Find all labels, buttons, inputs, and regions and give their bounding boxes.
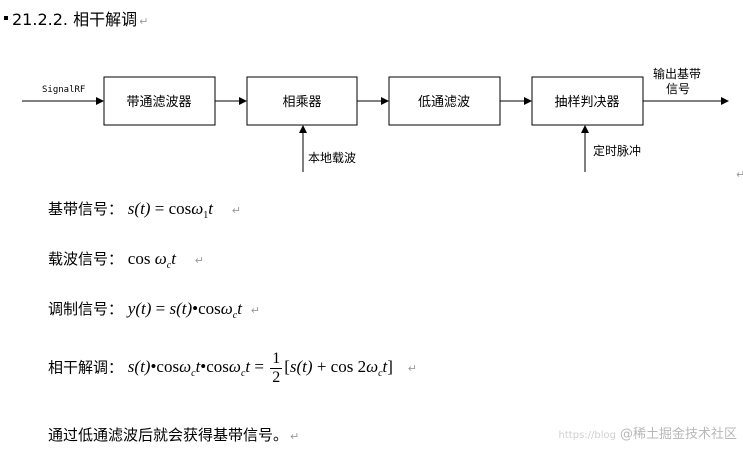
baseband-label: 基带信号： [48,200,124,218]
modulated-equation: 调制信号： y(t) = s(t)•cosωct ↵ [48,298,260,321]
watermark-url: https://blog [558,430,616,441]
modulated-label: 调制信号： [48,300,124,318]
watermark-text: @稀土掘金技术社区 [619,427,737,442]
return-mark-icon: ↵ [290,430,300,443]
sampling-decision-label: 抽样判决器 [554,95,619,110]
multiplier-box [246,76,358,126]
carrier-formula: cos ωct [127,249,176,271]
timing-label: 定时脉冲 [593,143,641,158]
lowpass-filter-label: 低通滤波 [418,95,470,110]
input-label: SignalRF [42,85,85,95]
return-mark-icon: ↵ [736,168,743,181]
output-label-line1: 输出基带 [653,66,701,81]
carrier-equation: 载波信号： cos ωct ↵ [48,248,204,271]
baseband-formula: s(t) = cosω1t [127,199,213,221]
return-mark-icon: ↵ [139,15,149,28]
bandpass-filter-label: 带通滤波器 [126,95,191,110]
return-mark-icon: ↵ [250,304,260,317]
return-mark-icon: ↵ [231,204,241,217]
conclusion-text: 通过低通滤波后就会获得基带信号。↵ [48,426,300,444]
return-mark-icon: ↵ [407,362,417,376]
modulated-formula: y(t) = s(t)•cosωct [127,299,242,321]
carrier-label: 本地载波 [308,151,356,165]
sampling-decision-box [531,76,644,126]
bandpass-filter-box [103,76,216,126]
carrier-signal-label: 载波信号： [48,250,124,268]
heading-text: 21.2.2. 相干解调 [12,10,138,29]
baseband-equation: 基带信号： s(t) = cosω1t ↵ [48,198,241,221]
return-mark-icon: ↵ [194,254,204,267]
lowpass-filter-box [388,76,501,126]
section-heading: 21.2.2. 相干解调↵ [4,6,148,30]
bullet-icon [4,15,8,20]
coherent-label: 相干解调： [48,358,124,377]
watermark: https://blog@稀土掘金技术社区 [559,423,737,442]
multiplier-label: 相乘器 [282,95,321,110]
output-label-line2: 信号 [666,82,690,96]
